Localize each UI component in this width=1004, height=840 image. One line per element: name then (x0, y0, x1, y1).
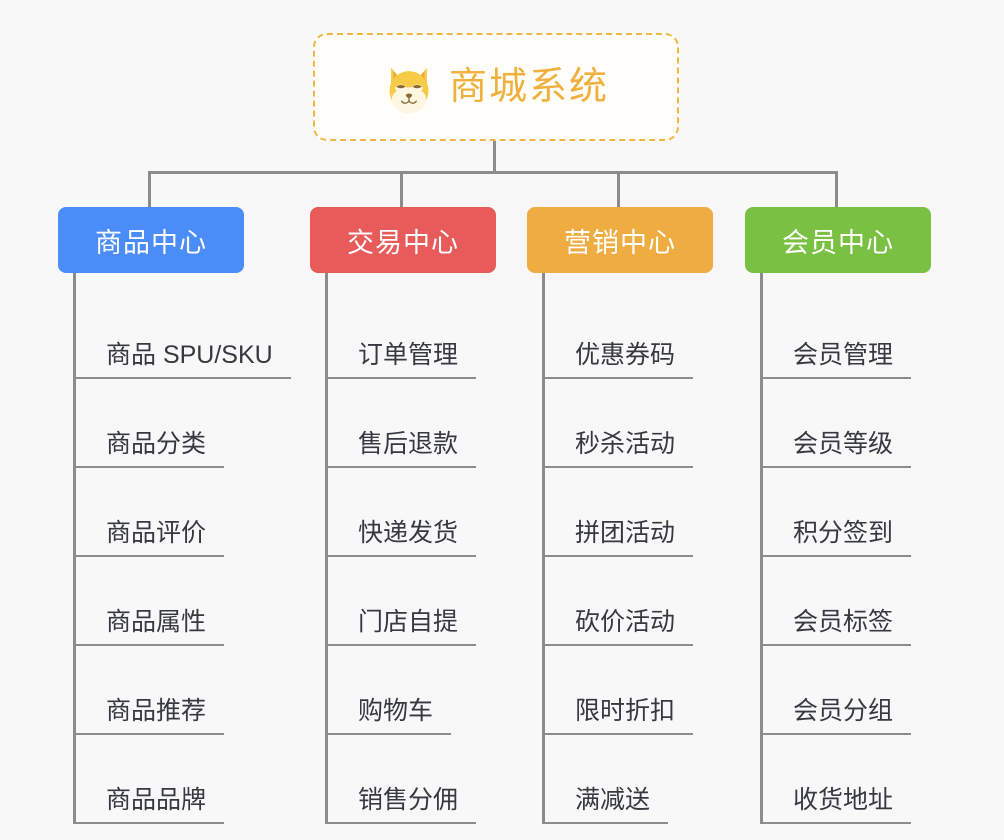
leaf-label: 商品评价 (76, 519, 225, 557)
leaf-item[interactable]: 商品推荐 (76, 646, 308, 735)
connector-drop-交易中心 (400, 171, 403, 209)
leaf-label: 商品分类 (76, 430, 225, 468)
category-label-2: 营销中心 (564, 227, 676, 258)
leaf-label: 销售分佣 (328, 786, 477, 824)
branch-column-0: 商品中心 商品 SPU/SKU 商品分类 商品评价 商品属性 商品推荐 商品品牌 (58, 207, 308, 824)
leaf-item[interactable]: 会员等级 (763, 379, 980, 468)
leaf-item[interactable]: 满减送 (545, 735, 762, 824)
leaf-label: 限时折扣 (545, 697, 694, 735)
leaf-item[interactable]: 会员标签 (763, 557, 980, 646)
leaf-label: 会员分组 (763, 697, 912, 735)
leaf-label: 快递发货 (328, 519, 477, 557)
leaf-item[interactable]: 拼团活动 (545, 468, 762, 557)
leaf-item[interactable]: 商品 SPU/SKU (76, 290, 308, 379)
leaf-stack-2: 优惠券码 秒杀活动 拼团活动 砍价活动 限时折扣 满减送 (542, 273, 762, 824)
leaf-label: 秒杀活动 (545, 430, 694, 468)
category-label-3: 会员中心 (782, 227, 894, 258)
leaf-stack-3: 会员管理 会员等级 积分签到 会员标签 会员分组 收货地址 (760, 273, 980, 824)
leaf-item[interactable]: 售后退款 (328, 379, 550, 468)
leaf-item[interactable]: 积分签到 (763, 468, 980, 557)
leaf-item[interactable]: 购物车 (328, 646, 550, 735)
shiba-dog-face-icon (383, 63, 435, 115)
leaf-label: 拼团活动 (545, 519, 694, 557)
leaf-label: 购物车 (328, 697, 452, 735)
leaf-label: 会员标签 (763, 608, 912, 646)
leaf-label: 订单管理 (328, 341, 477, 379)
leaf-label: 满减送 (545, 786, 669, 824)
leaf-item[interactable]: 订单管理 (328, 290, 550, 379)
connector-horizontal-bus (148, 171, 838, 174)
root-node-商城系统[interactable]: 商城系统 (313, 33, 679, 141)
leaf-label: 售后退款 (328, 430, 477, 468)
leaf-label: 收货地址 (763, 786, 912, 824)
leaf-stack-1: 订单管理 售后退款 快递发货 门店自提 购物车 销售分佣 (325, 273, 550, 824)
leaf-item[interactable]: 商品评价 (76, 468, 308, 557)
leaf-item[interactable]: 商品属性 (76, 557, 308, 646)
leaf-item[interactable]: 会员分组 (763, 646, 980, 735)
leaf-item[interactable]: 商品品牌 (76, 735, 308, 824)
leaf-label: 商品 SPU/SKU (76, 341, 291, 379)
leaf-label: 门店自提 (328, 608, 477, 646)
leaf-item[interactable]: 秒杀活动 (545, 379, 762, 468)
connector-root-stem (493, 141, 496, 173)
leaf-item[interactable]: 限时折扣 (545, 646, 762, 735)
leaf-item[interactable]: 商品分类 (76, 379, 308, 468)
branch-column-1: 交易中心 订单管理 售后退款 快递发货 门店自提 购物车 销售分佣 (310, 207, 550, 824)
leaf-label: 砍价活动 (545, 608, 694, 646)
leaf-item[interactable]: 收货地址 (763, 735, 980, 824)
branch-column-2: 营销中心 优惠券码 秒杀活动 拼团活动 砍价活动 限时折扣 满减送 (527, 207, 762, 824)
category-header-0[interactable]: 商品中心 (58, 207, 244, 273)
connector-drop-会员中心 (835, 171, 838, 209)
leaf-label: 会员等级 (763, 430, 912, 468)
leaf-label: 商品属性 (76, 608, 225, 646)
leaf-item[interactable]: 优惠券码 (545, 290, 762, 379)
category-header-2[interactable]: 营销中心 (527, 207, 713, 273)
connector-drop-营销中心 (617, 171, 620, 209)
leaf-item[interactable]: 砍价活动 (545, 557, 762, 646)
leaf-label: 会员管理 (763, 341, 912, 379)
category-label-0: 商品中心 (95, 227, 207, 258)
leaf-item[interactable]: 门店自提 (328, 557, 550, 646)
leaf-item[interactable]: 销售分佣 (328, 735, 550, 824)
leaf-label: 优惠券码 (545, 341, 694, 379)
leaf-stack-0: 商品 SPU/SKU 商品分类 商品评价 商品属性 商品推荐 商品品牌 (73, 273, 308, 824)
branch-column-3: 会员中心 会员管理 会员等级 积分签到 会员标签 会员分组 收货地址 (745, 207, 980, 824)
leaf-label: 积分签到 (763, 519, 912, 557)
leaf-item[interactable]: 快递发货 (328, 468, 550, 557)
category-label-1: 交易中心 (347, 227, 459, 258)
root-title: 商城系统 (448, 66, 609, 108)
category-header-3[interactable]: 会员中心 (745, 207, 931, 273)
leaf-label: 商品品牌 (76, 786, 225, 824)
leaf-item[interactable]: 会员管理 (763, 290, 980, 379)
leaf-label: 商品推荐 (76, 697, 225, 735)
category-header-1[interactable]: 交易中心 (310, 207, 496, 273)
connector-drop-商品中心 (148, 171, 151, 209)
